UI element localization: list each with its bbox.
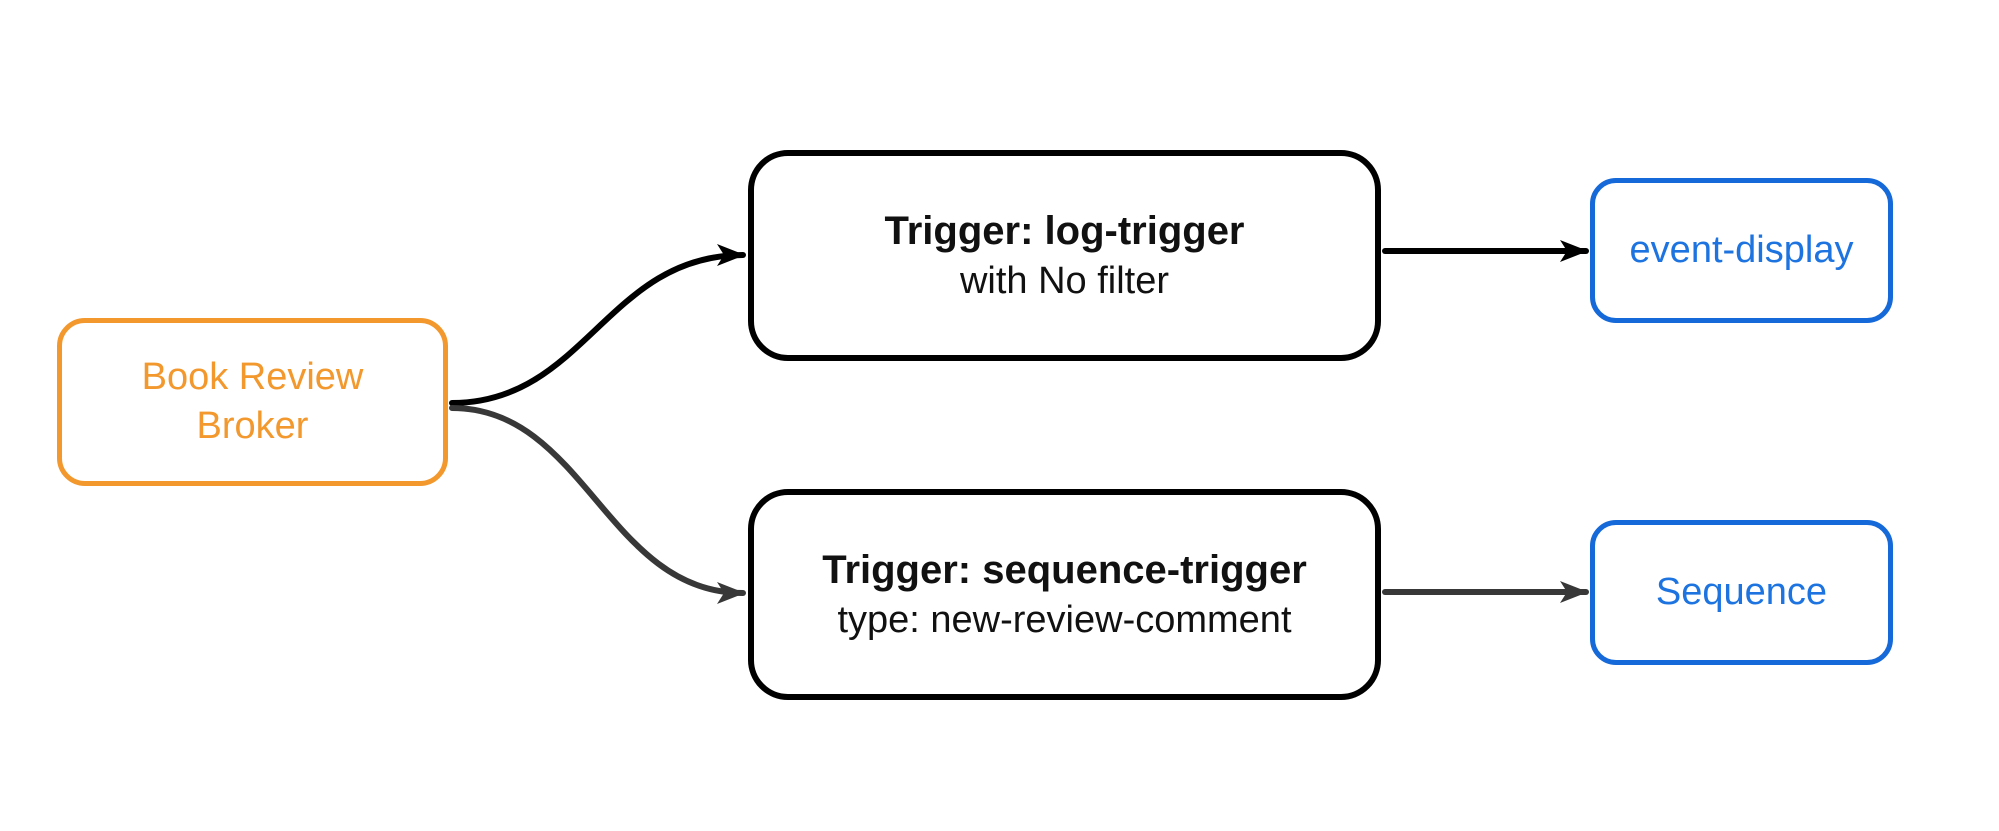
trigger-sequence-subtitle: type: new-review-comment: [837, 598, 1292, 641]
event-display-label: event-display: [1629, 228, 1854, 271]
node-sequence: Sequence: [1590, 520, 1893, 665]
trigger-sequence-title: Trigger: sequence-trigger: [822, 547, 1307, 592]
node-trigger-log: Trigger: log-trigger with No filter: [748, 150, 1381, 361]
broker-label: Book Review Broker: [141, 355, 364, 447]
sequence-label: Sequence: [1655, 570, 1828, 613]
node-broker: Book Review Broker: [57, 318, 448, 486]
edge-broker-to-sequence-trigger: [449, 405, 746, 604]
node-trigger-sequence: Trigger: sequence-trigger type: new-revi…: [748, 489, 1381, 700]
node-event-display: event-display: [1590, 178, 1893, 323]
trigger-log-subtitle: with No filter: [959, 259, 1170, 302]
trigger-log-title: Trigger: log-trigger: [884, 208, 1245, 253]
edge-broker-to-log-trigger: [449, 244, 746, 406]
